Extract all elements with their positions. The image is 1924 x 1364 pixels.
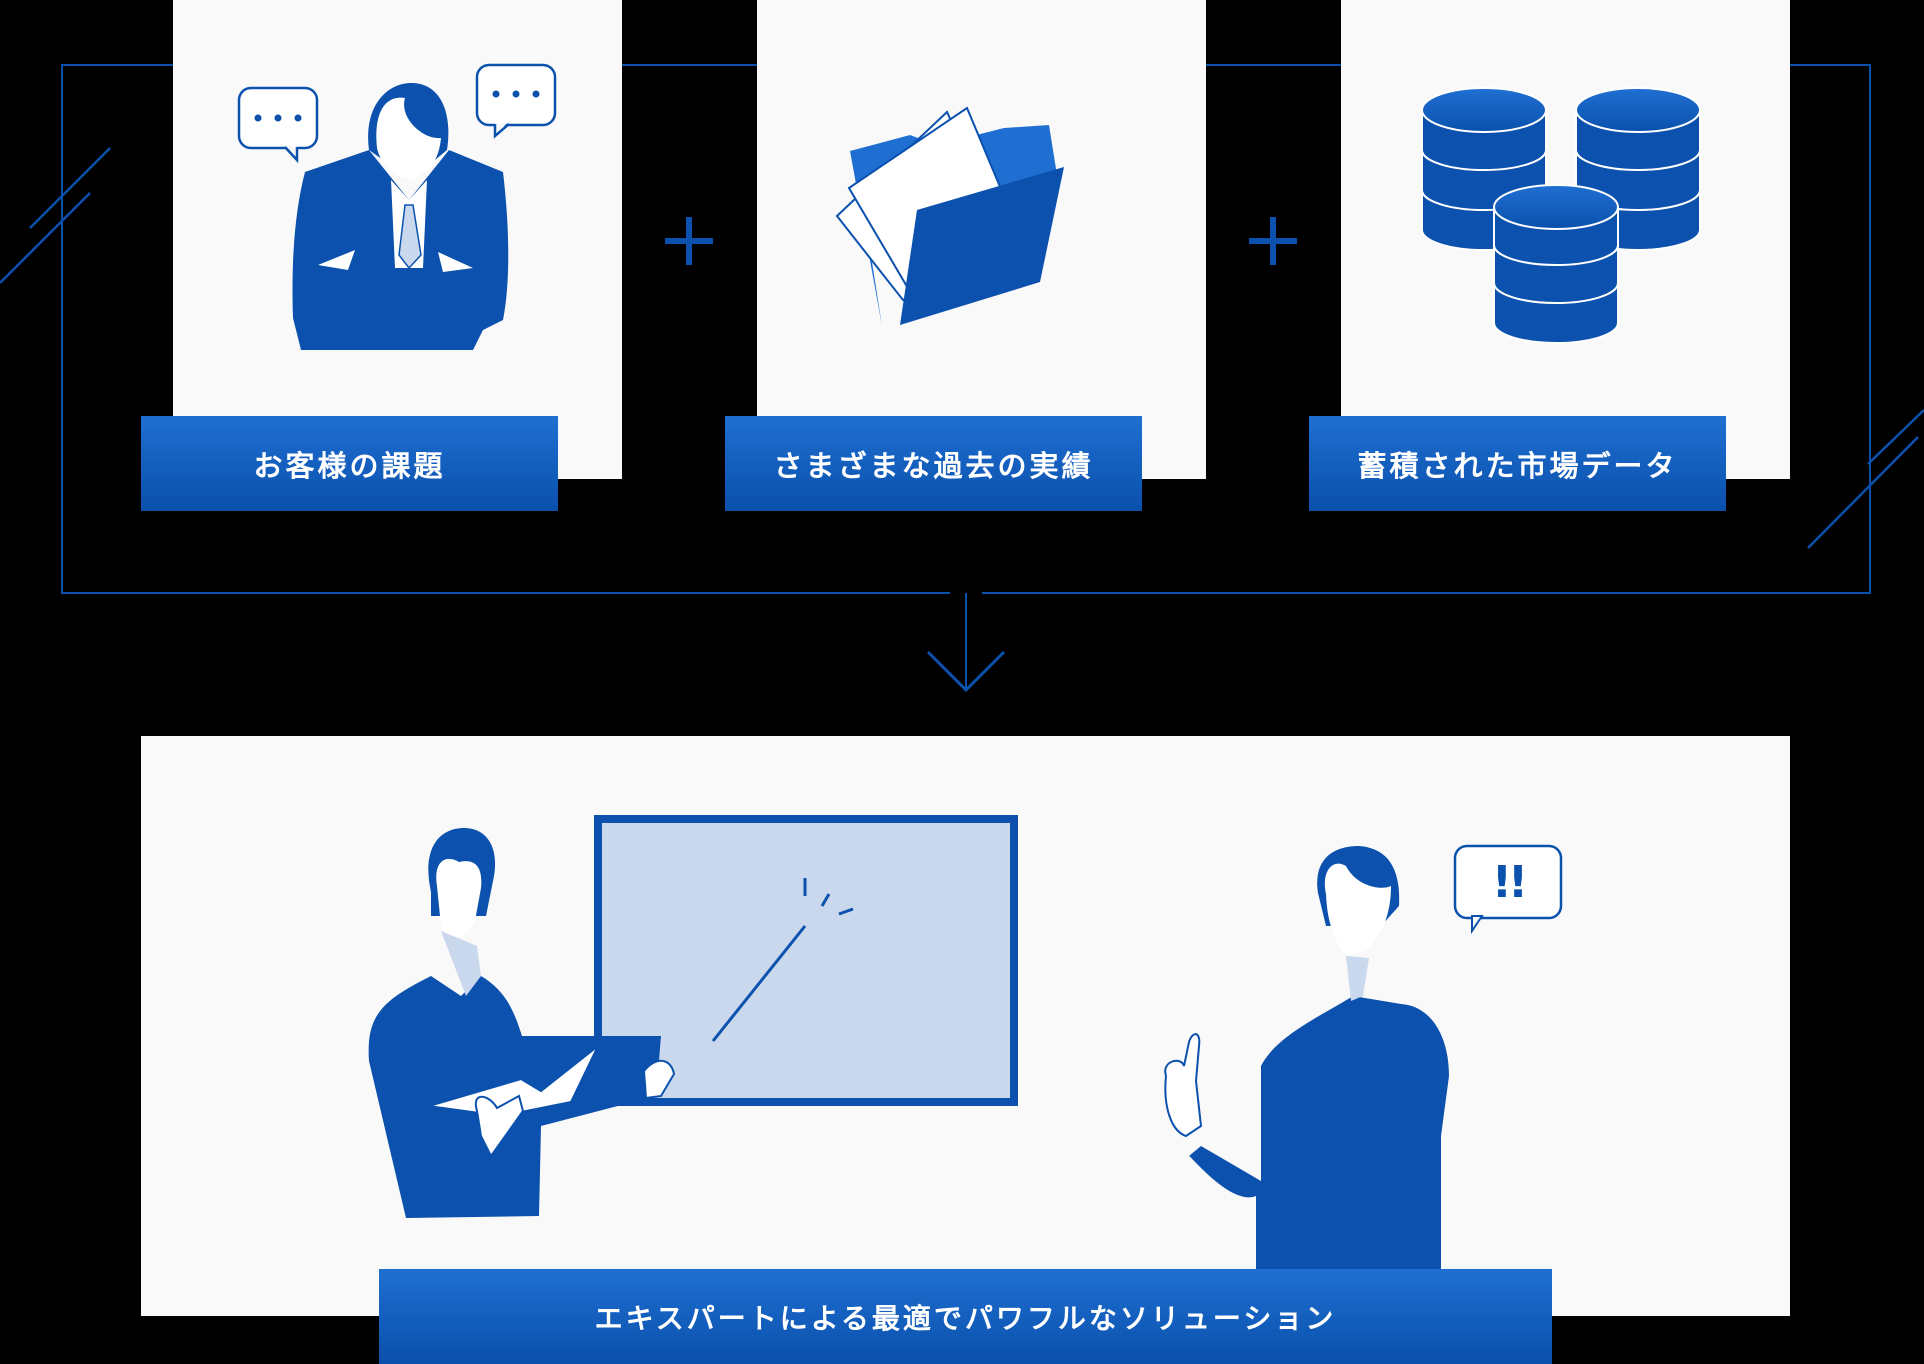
input-card-past-results bbox=[757, 0, 1206, 479]
database-stack-icon bbox=[1421, 87, 1701, 344]
slash-decoration-left-1 bbox=[29, 147, 111, 229]
open-folder-documents-icon bbox=[835, 106, 1064, 326]
thinking-businessman-icon bbox=[237, 63, 557, 350]
result-label: エキスパートによる最適でパワフルなソリューション bbox=[379, 1269, 1552, 1364]
presenter-and-client-icon bbox=[368, 815, 1563, 1316]
result-card: !! bbox=[141, 736, 1790, 1316]
input-card-customer-issues bbox=[173, 0, 622, 479]
plus-icon bbox=[665, 217, 713, 265]
speech-bubble-exclamation: !! bbox=[1491, 856, 1528, 908]
input-label-market-data: 蓄積された市場データ bbox=[1309, 416, 1726, 511]
slash-decoration-left-2 bbox=[0, 192, 91, 284]
input-card-market-data bbox=[1341, 0, 1790, 479]
plus-icon bbox=[1249, 217, 1297, 265]
slash-decoration-right-2 bbox=[1807, 436, 1919, 549]
input-label-past-results: さまざまな過去の実績 bbox=[725, 416, 1142, 511]
input-label-customer-issues: お客様の課題 bbox=[141, 416, 558, 511]
slash-decoration-right-1 bbox=[1867, 409, 1924, 465]
